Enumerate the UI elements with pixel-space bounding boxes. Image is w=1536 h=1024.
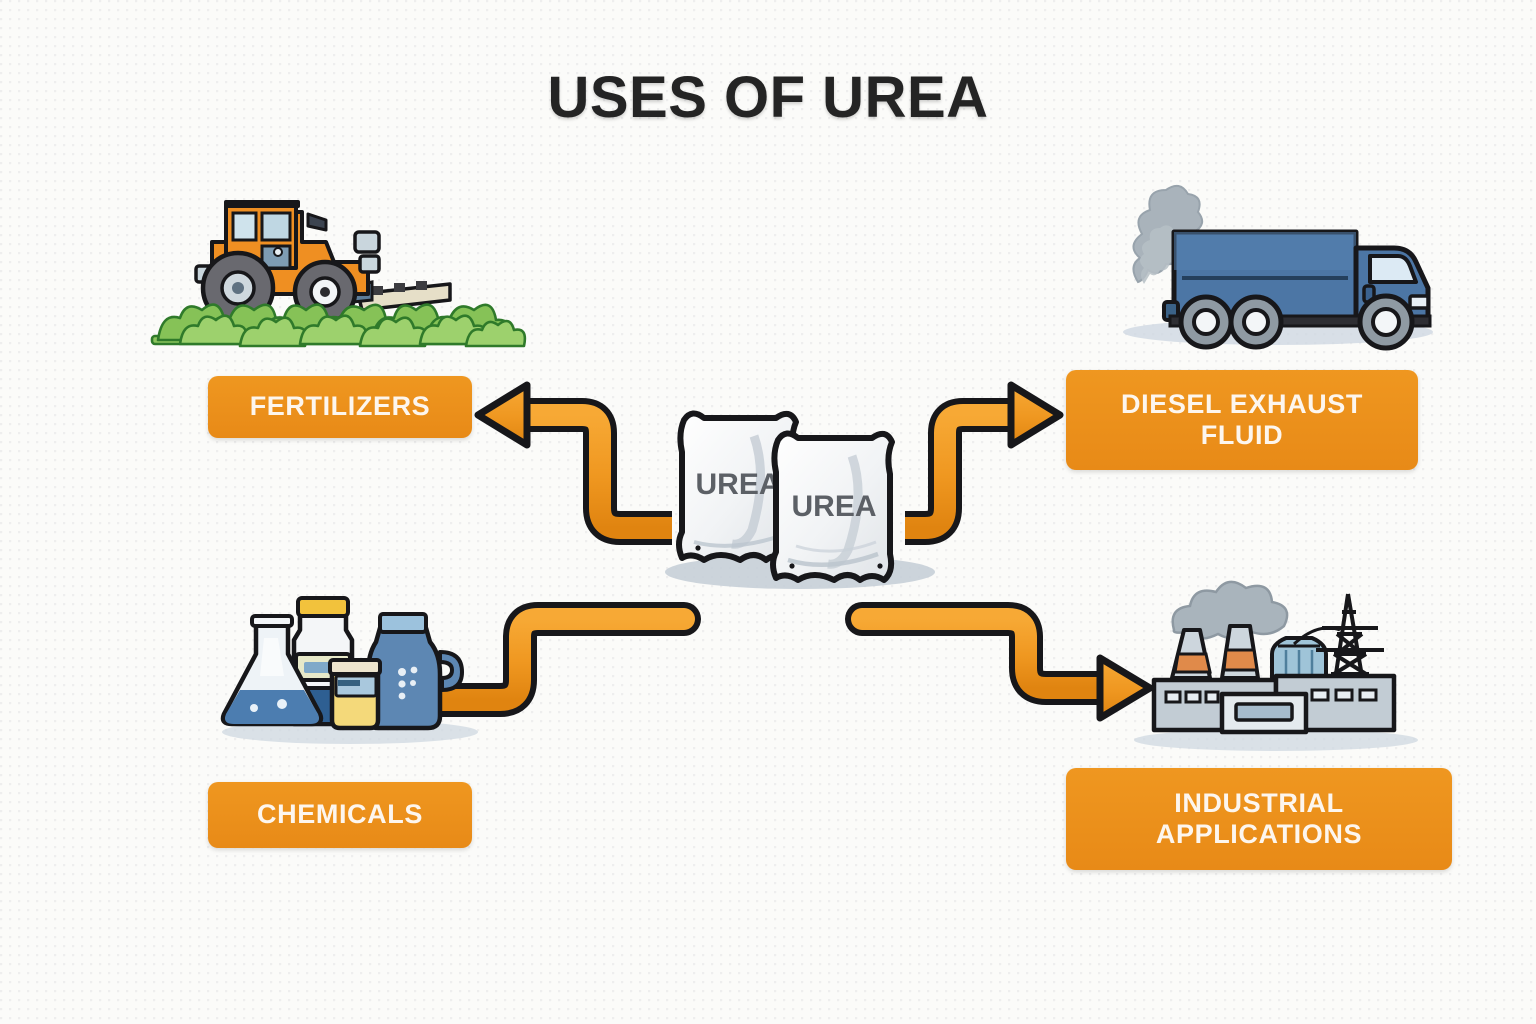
lab-glassware-icon — [214, 580, 494, 750]
sack-label-front: UREA — [791, 490, 876, 523]
label-chemicals[interactable]: CHEMICALS — [208, 782, 472, 848]
urea-sacks: UREA UREA — [648, 396, 948, 596]
sack-label-back: UREA — [695, 468, 780, 501]
label-diesel-exhaust-fluid[interactable]: DIESEL EXHAUST FLUID — [1066, 370, 1418, 470]
label-def-line2: FLUID — [1200, 420, 1284, 450]
label-industrial-applications-text: INDUSTRIAL APPLICATIONS — [1156, 788, 1362, 851]
label-fertilizers[interactable]: FERTILIZERS — [208, 376, 472, 438]
label-def-line1: DIESEL EXHAUST — [1121, 388, 1363, 419]
connector-fertilizers — [474, 381, 672, 545]
label-chemicals-text: CHEMICALS — [257, 799, 423, 830]
connector-industrial-applications — [845, 602, 1154, 722]
page-title: USES OF UREA — [547, 65, 989, 130]
tractor-field-icon — [150, 176, 550, 356]
label-diesel-exhaust-fluid-text: DIESEL EXHAUST FLUID — [1121, 389, 1363, 452]
factory-plant-icon — [1126, 572, 1426, 752]
label-industrial-applications[interactable]: INDUSTRIAL APPLICATIONS — [1066, 768, 1452, 870]
label-fertilizers-text: FERTILIZERS — [249, 391, 431, 422]
label-ind-line1: INDUSTRIAL — [1174, 787, 1344, 818]
label-ind-line2: APPLICATIONS — [1155, 819, 1363, 849]
diesel-truck-icon — [1098, 166, 1448, 356]
